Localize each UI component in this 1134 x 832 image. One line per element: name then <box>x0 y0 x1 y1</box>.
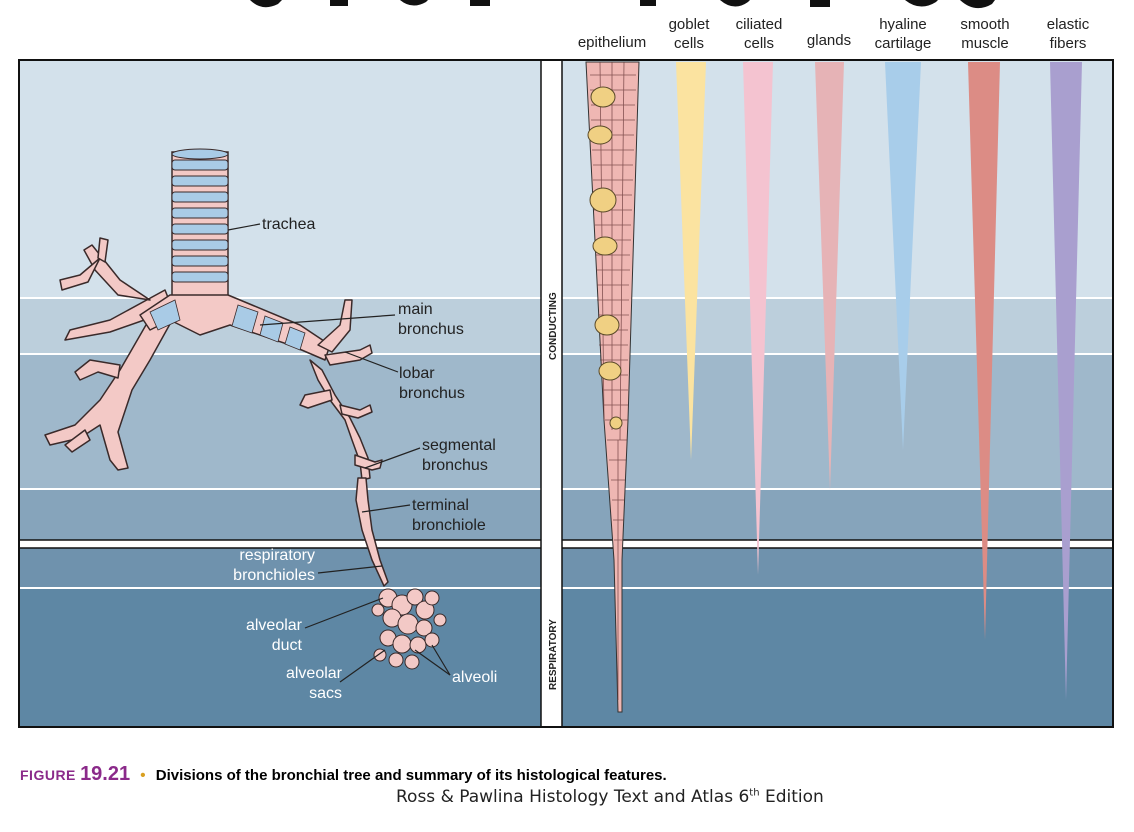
figure-caption: FIGURE 19.21 • Divisions of the bronchia… <box>20 763 667 786</box>
trachea-illustration <box>171 148 229 303</box>
source-main: Ross & Pawlina Histology Text and Atlas … <box>396 787 750 807</box>
caption-text: Divisions of the bronchial tree and summ… <box>155 767 667 784</box>
zone-label-conducting: CONDUCTING <box>548 292 559 360</box>
epithelium-column <box>585 61 640 713</box>
figure-label: FIGURE <box>20 767 76 783</box>
wedge-ciliated-cells <box>743 62 773 575</box>
wedge-elastic-fibers <box>1050 62 1082 700</box>
label-terminal-bronchiole-1: terminal <box>412 497 469 514</box>
label-main-bronchus-2: bronchus <box>398 321 464 338</box>
header-elastic-line1: elastic <box>1047 16 1090 33</box>
header-epithelium: epithelium <box>578 34 646 51</box>
label-alveolar-sacs-2: sacs <box>309 685 342 702</box>
label-respiratory-bronchioles-2: bronchioles <box>233 567 315 584</box>
cropped-title-fragment <box>250 0 995 9</box>
header-goblet-line2: cells <box>674 35 704 52</box>
header-ciliated-line1: ciliated <box>736 16 783 33</box>
source-citation: Ross & Pawlina Histology Text and Atlas … <box>396 787 824 807</box>
bronchial-tree-illustration <box>44 148 447 670</box>
label-main-bronchus-1: main <box>398 301 433 318</box>
header-glands: glands <box>807 32 851 49</box>
zone-bands <box>19 60 1113 727</box>
figure-number: 19.21 <box>80 763 131 785</box>
label-lobar-bronchus-1: lobar <box>399 365 435 382</box>
wedge-smooth-muscle <box>968 62 1000 640</box>
label-alveolar-duct-1: alveolar <box>246 617 303 634</box>
zone-separator <box>19 60 1113 727</box>
label-terminal-bronchiole-2: bronchiole <box>412 517 486 534</box>
source-end: Edition <box>759 787 824 807</box>
header-hyaline-line1: hyaline <box>879 16 927 33</box>
wedge-glands <box>815 62 844 490</box>
wedge-hyaline-cartilage <box>885 62 921 450</box>
label-respiratory-bronchioles-1: respiratory <box>239 547 315 564</box>
header-goblet-line1: goblet <box>669 16 711 33</box>
label-lobar-bronchus-2: bronchus <box>399 385 465 402</box>
histology-wedges <box>676 62 1082 700</box>
column-headers: epithelium goblet cells ciliated cells g… <box>578 16 1090 52</box>
label-segmental-bronchus-2: bronchus <box>422 457 488 474</box>
header-smooth-line2: muscle <box>961 35 1009 52</box>
respiratory-labels: respiratory bronchioles alveolar duct al… <box>233 547 343 702</box>
header-elastic-line2: fibers <box>1050 35 1087 52</box>
wedge-goblet-cells <box>676 62 706 460</box>
caption-bullet: • <box>140 767 146 784</box>
label-segmental-bronchus-1: segmental <box>422 437 496 454</box>
header-smooth-line1: smooth <box>960 16 1009 33</box>
figure-frame <box>18 59 1114 728</box>
label-alveoli: alveoli <box>452 669 497 686</box>
label-alveolar-duct-2: duct <box>272 637 303 654</box>
zone-label-respiratory: RESPIRATORY <box>548 619 559 690</box>
header-ciliated-line2: cells <box>744 35 774 52</box>
label-trachea: trachea <box>262 216 315 233</box>
label-alveolar-sacs-1: alveolar <box>286 665 343 682</box>
alveolar-cluster <box>371 588 447 670</box>
source-sup: th <box>749 787 760 799</box>
structure-labels: trachea main bronchus lobar bronchus seg… <box>262 216 496 534</box>
leader-lines <box>227 223 451 683</box>
header-hyaline-line2: cartilage <box>875 35 932 52</box>
